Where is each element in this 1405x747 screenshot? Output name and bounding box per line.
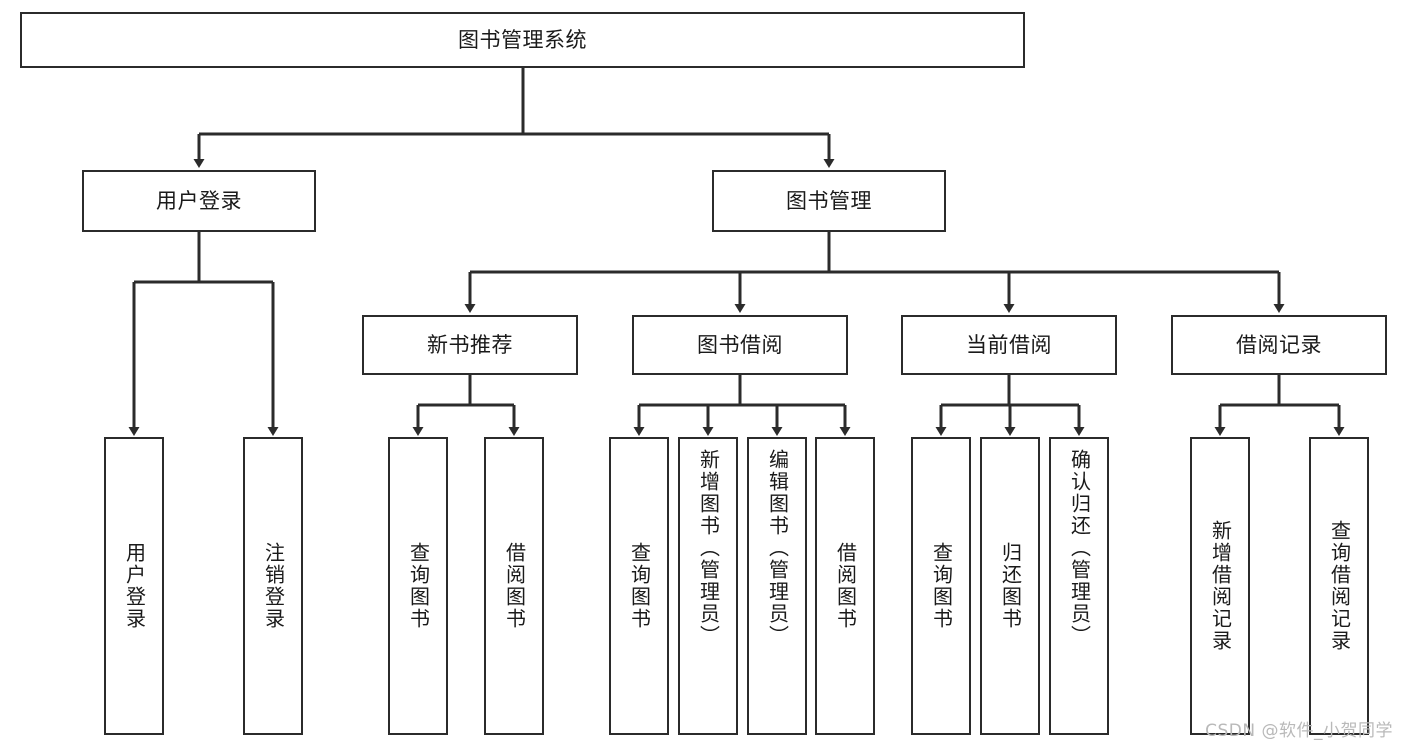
node-leaf-borrow-books-2[interactable]: 借阅图书 bbox=[815, 437, 875, 735]
node-user-login[interactable]: 用户登录 bbox=[82, 170, 316, 232]
node-borrow-records-label: 借阅记录 bbox=[1236, 332, 1322, 357]
node-leaf-add-borrow-record[interactable]: 新增借阅记录 bbox=[1190, 437, 1250, 735]
node-leaf-return-books[interactable]: 归还图书 bbox=[980, 437, 1040, 735]
node-leaf-query-books-3[interactable]: 查询图书 bbox=[911, 437, 971, 735]
node-leaf-query-borrow-record-label: 查询借阅记录 bbox=[1327, 520, 1352, 652]
node-leaf-query-books-2-label: 查询图书 bbox=[627, 542, 652, 630]
node-current-borrow-label: 当前借阅 bbox=[966, 332, 1052, 357]
node-leaf-query-books-3-label: 查询图书 bbox=[929, 542, 954, 630]
node-leaf-query-books-2[interactable]: 查询图书 bbox=[609, 437, 669, 735]
node-book-borrow[interactable]: 图书借阅 bbox=[632, 315, 848, 375]
node-leaf-query-books-1-label: 查询图书 bbox=[406, 542, 431, 630]
node-leaf-confirm-return-admin[interactable]: 确认归还（管理员） bbox=[1049, 437, 1109, 735]
node-root[interactable]: 图书管理系统 bbox=[20, 12, 1025, 68]
node-leaf-user-login[interactable]: 用户登录 bbox=[104, 437, 164, 735]
node-new-book-recommend[interactable]: 新书推荐 bbox=[362, 315, 578, 375]
node-root-label: 图书管理系统 bbox=[458, 27, 587, 52]
node-leaf-logout[interactable]: 注销登录 bbox=[243, 437, 303, 735]
node-leaf-borrow-books-1[interactable]: 借阅图书 bbox=[484, 437, 544, 735]
node-leaf-logout-label: 注销登录 bbox=[261, 542, 286, 630]
node-book-management[interactable]: 图书管理 bbox=[712, 170, 946, 232]
node-leaf-query-borrow-record[interactable]: 查询借阅记录 bbox=[1309, 437, 1369, 735]
node-leaf-add-book-admin-label: 新增图书（管理员） bbox=[696, 449, 721, 647]
node-leaf-return-books-label: 归还图书 bbox=[998, 542, 1023, 630]
node-leaf-borrow-books-1-label: 借阅图书 bbox=[502, 542, 527, 630]
node-user-login-label: 用户登录 bbox=[156, 188, 242, 213]
node-leaf-query-books-1[interactable]: 查询图书 bbox=[388, 437, 448, 735]
node-leaf-add-book-admin[interactable]: 新增图书（管理员） bbox=[678, 437, 738, 735]
node-borrow-records[interactable]: 借阅记录 bbox=[1171, 315, 1387, 375]
node-book-management-label: 图书管理 bbox=[786, 188, 872, 213]
node-leaf-edit-book-admin[interactable]: 编辑图书（管理员） bbox=[747, 437, 807, 735]
node-leaf-confirm-return-admin-label: 确认归还（管理员） bbox=[1067, 449, 1092, 647]
node-leaf-borrow-books-2-label: 借阅图书 bbox=[833, 542, 858, 630]
node-new-book-recommend-label: 新书推荐 bbox=[427, 332, 513, 357]
node-leaf-edit-book-admin-label: 编辑图书（管理员） bbox=[765, 449, 790, 647]
node-current-borrow[interactable]: 当前借阅 bbox=[901, 315, 1117, 375]
watermark: CSDN @软件_小贺同学 bbox=[1205, 721, 1393, 741]
node-leaf-user-login-label: 用户登录 bbox=[122, 542, 147, 630]
node-book-borrow-label: 图书借阅 bbox=[697, 332, 783, 357]
node-leaf-add-borrow-record-label: 新增借阅记录 bbox=[1208, 520, 1233, 652]
